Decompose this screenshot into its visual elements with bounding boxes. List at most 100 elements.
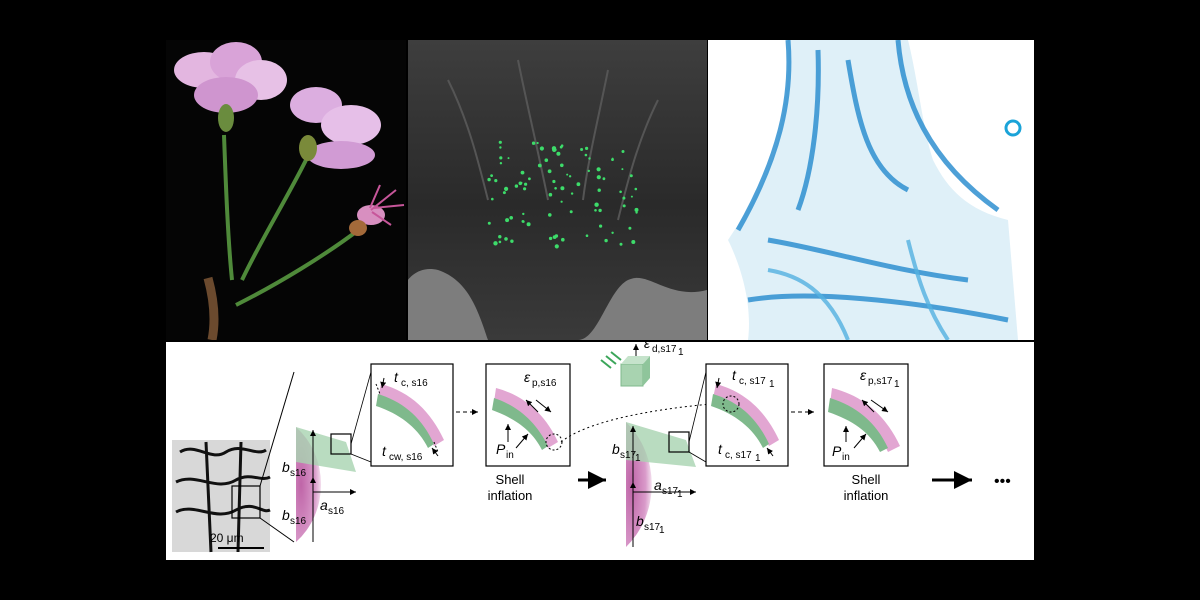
fluorescent-dot	[556, 151, 561, 156]
fluorescent-dot	[611, 158, 614, 161]
b-s16-bottom-label: b	[282, 507, 290, 523]
fluorescent-dot	[499, 146, 502, 149]
fluorescent-dot	[544, 158, 549, 162]
eps-p-s17-sub: p,s17	[868, 376, 893, 387]
b-s16-bottom-sub: s16	[290, 516, 307, 527]
shell-inflation-diagram: 20 μm b s16 b s16 a s16	[166, 342, 1034, 560]
t-c-s17-top-sub: c, s17	[739, 376, 766, 387]
fluorescent-dot	[560, 186, 565, 191]
fluorescent-dot	[539, 146, 544, 151]
fluorescent-dot	[602, 177, 606, 181]
fluorescent-dot	[548, 213, 552, 217]
fluorescent-dot	[568, 175, 572, 178]
fluorescent-dot	[552, 235, 557, 240]
fluorescent-dot	[622, 204, 626, 208]
volume-element	[600, 344, 650, 387]
shell-inflation-2-line1: Shell	[852, 472, 881, 487]
fluorescent-dot	[504, 237, 508, 241]
fluorescent-dot	[604, 238, 608, 243]
fluorescent-dot	[514, 184, 519, 188]
a-s16-label: a	[320, 497, 328, 513]
fluorescent-dot	[498, 240, 502, 244]
fluorescent-dot	[487, 177, 491, 182]
fluorescent-dot	[596, 167, 601, 172]
fluorescent-dot	[559, 145, 563, 149]
fluorescent-dot	[587, 169, 590, 173]
fluorescent-dot	[499, 156, 503, 160]
t-cw-s16-label: t	[382, 443, 387, 459]
eps-d-s17-label: ε	[644, 342, 651, 351]
microscopy-photo	[408, 40, 707, 340]
wall-zoom-s17	[705, 363, 789, 467]
stain-photo	[708, 40, 1034, 340]
p-in-2-label: P	[832, 443, 842, 459]
fluorescent-dot	[552, 179, 556, 184]
fluorescent-dot	[599, 224, 603, 228]
flower-photo	[166, 40, 406, 340]
fluorescent-dot	[611, 231, 614, 234]
fluorescent-dot	[509, 216, 513, 220]
fluorescent-dot	[634, 207, 639, 212]
b-s16-top-sub: s16	[290, 468, 307, 479]
fluorescent-dot	[510, 239, 514, 243]
b-s16-top-label: b	[282, 459, 290, 475]
shell-inflation-1-line1: Shell	[496, 472, 525, 487]
fluorescent-dot	[594, 202, 599, 207]
wall-strain-s16	[485, 363, 571, 467]
fluorescent-dot	[598, 208, 602, 213]
t-c-s16-sub: c, s16	[401, 378, 428, 389]
a-s17-sub: s17	[662, 486, 679, 497]
fluorescent-dot	[520, 181, 523, 184]
fluorescent-dot	[528, 177, 531, 181]
eps-p-s16-sub: p,s16	[532, 378, 557, 389]
fluorescent-dot	[631, 240, 636, 244]
fluorescent-dot	[504, 186, 509, 191]
fluorescent-dot	[498, 235, 502, 239]
t-cw-s16-sub: cw, s16	[389, 452, 423, 463]
fluorescent-dot	[569, 210, 573, 214]
t-c-s17-top-sub2: 1	[769, 379, 775, 390]
fluorescent-dot	[566, 173, 569, 176]
fluorescent-dot	[588, 157, 591, 160]
p-in-2-sub: in	[842, 452, 850, 463]
fluorescent-dot	[570, 192, 574, 195]
p-in-1-label: P	[496, 441, 506, 457]
fluorescent-dot	[502, 191, 506, 195]
fluorescent-dot	[622, 196, 626, 200]
eps-p-s16-label: ε	[524, 369, 531, 385]
fluorescent-dot	[597, 188, 601, 192]
fluorescent-dot	[548, 236, 553, 241]
eps-p-s17-sub2: 1	[894, 379, 900, 390]
fluorescent-dot	[585, 146, 589, 150]
fluorescent-dot	[531, 141, 536, 145]
fluorescent-dot	[548, 192, 553, 197]
fluorescent-dot	[490, 174, 493, 178]
fluorescent-dot	[536, 141, 539, 145]
fluorescent-dot	[551, 146, 557, 151]
fluorescent-dot	[493, 241, 498, 246]
eps-d-s17-sub2: 1	[678, 347, 684, 358]
fluorescent-dot	[585, 234, 589, 237]
fluorescent-dot	[621, 150, 625, 153]
fluorescent-dot	[520, 170, 525, 175]
fluorescent-dot	[487, 221, 491, 225]
fluorescent-dot	[554, 244, 559, 249]
shell-inflation-2-line2: inflation	[844, 488, 889, 503]
fluorescent-dot	[521, 220, 525, 223]
fluorescent-dot	[491, 197, 494, 201]
t-c-s17-bottom-sub: c, s17	[725, 450, 752, 461]
fluorescent-dot	[560, 200, 563, 203]
cell-s17	[626, 371, 707, 547]
b-s17-top-label: b	[612, 441, 620, 457]
fluorescent-dot	[523, 187, 527, 191]
fluorescent-dot	[594, 209, 597, 212]
b-s17-bottom-sub2: 1	[659, 525, 665, 536]
fluorescent-dot	[547, 169, 552, 174]
fluorescent-dot	[628, 226, 632, 230]
cell-s16	[296, 371, 372, 542]
fluorescent-dot	[635, 211, 638, 214]
fluorescence-microscopy-photo-icon	[408, 40, 707, 340]
t-c-s17-top-label: t	[732, 367, 737, 383]
eps-d-s17-sub: d,s17	[652, 344, 677, 355]
eps-p-s17-label: ε	[860, 367, 867, 383]
